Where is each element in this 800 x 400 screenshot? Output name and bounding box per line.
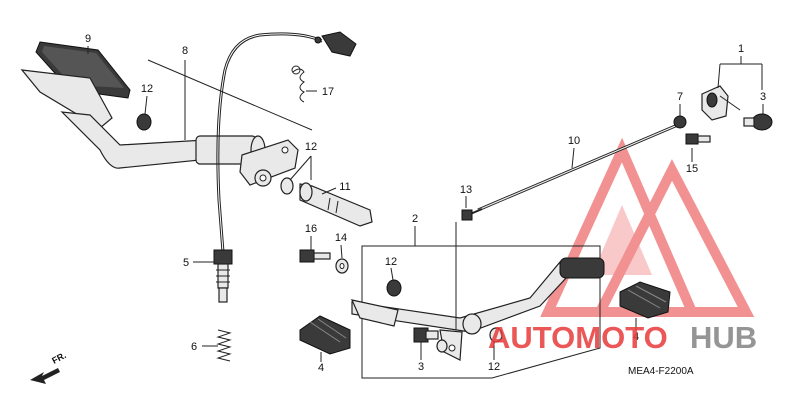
- part-12-nut-a: [136, 113, 152, 131]
- brake-switch-cable: [216, 31, 357, 253]
- callout-11: 11: [339, 181, 350, 193]
- part-2-shift-assembly: [350, 245, 605, 379]
- diagram-code: MEA4-F2200A: [628, 366, 694, 377]
- leader-lines: [87, 46, 764, 362]
- part-7-nut: [673, 115, 687, 129]
- callout-4: 4: [318, 362, 324, 374]
- watermark-word-a: AUTOMOTO: [488, 320, 668, 355]
- front-direction-arrow: FR.: [30, 350, 68, 384]
- watermark-text: AUTOMOTO HUB: [488, 320, 757, 355]
- callout-8: 8: [182, 45, 188, 57]
- callout-2: 2: [412, 213, 418, 225]
- part-16-bolt: [299, 249, 331, 263]
- callout-14: 14: [335, 232, 347, 244]
- callout-5: 5: [183, 257, 189, 269]
- callout-10: 10: [568, 135, 580, 147]
- part-15-bolt: [685, 133, 711, 145]
- part-1-rod-end: [701, 85, 741, 121]
- direction-label: FR.: [50, 350, 67, 366]
- part-12-nut-b: [280, 177, 294, 195]
- callout-3: 3: [418, 361, 424, 373]
- callout-numbers: 9 8 12 17 12 11 5 6 16 14 12 2 13 10 1 7…: [85, 33, 766, 374]
- callout-12: 12: [141, 83, 153, 95]
- callout-12: 12: [305, 141, 317, 153]
- part-14-washer-hole: [339, 263, 345, 269]
- watermark-word-b: HUB: [690, 320, 757, 355]
- callout-17: 17: [322, 86, 334, 98]
- part-5-brake-switch: [213, 249, 233, 303]
- part-3-bolt-upper: [743, 113, 773, 131]
- watermark-logo: [540, 137, 755, 317]
- part-11-pivot-bolt: [299, 182, 373, 227]
- callout-1: 1: [738, 43, 744, 55]
- part-13-nut: [461, 209, 473, 221]
- part-4-rubber-left: [299, 315, 351, 355]
- callout-4: 4: [633, 331, 639, 343]
- callout-12: 12: [385, 256, 397, 268]
- part-12-nut-c: [386, 279, 402, 297]
- part-4-rubber-right: [619, 281, 671, 319]
- callout-16: 16: [305, 223, 317, 235]
- part-12-nut-d: [489, 327, 503, 343]
- callout-13: 13: [460, 184, 472, 196]
- callout-15: 15: [686, 163, 698, 175]
- part-9-footpeg-pad: [35, 41, 131, 99]
- part-3-bolt-lower: [413, 327, 448, 353]
- part-17-spring: [291, 65, 305, 103]
- callout-3: 3: [760, 91, 766, 103]
- callout-7: 7: [677, 91, 683, 103]
- part-8-brake-pedal: [20, 69, 299, 187]
- callout-6: 6: [191, 341, 197, 353]
- callout-12: 12: [488, 361, 500, 373]
- part-6-switch-spring: [216, 329, 232, 362]
- callout-9: 9: [85, 33, 91, 45]
